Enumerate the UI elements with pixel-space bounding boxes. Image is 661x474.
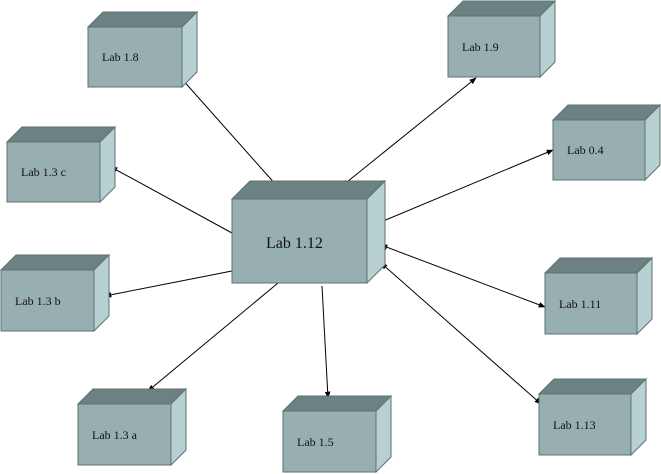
box-front-face	[282, 410, 377, 473]
box-lab-1-8: Lab 1.8	[86, 10, 199, 89]
box-top-face	[446, 0, 557, 17]
box-label-lab-1-3-c: Lab 1.3 c	[21, 165, 66, 179]
box-top-face	[537, 378, 648, 395]
box-front-face	[0, 269, 95, 332]
box-front-face	[87, 26, 183, 88]
connector-lab-0-4	[375, 149, 554, 225]
box-top-face	[543, 257, 654, 274]
box-front-face	[538, 393, 632, 456]
box-lab-1-11: Lab 1.11	[543, 256, 654, 336]
box-top-face	[551, 104, 661, 121]
box-lab-1-5: Lab 1.5	[281, 394, 393, 474]
box-side-face	[366, 179, 386, 285]
box-front-face	[77, 403, 172, 466]
box-top-face	[0, 254, 111, 271]
connector-lab-1-11	[380, 244, 546, 308]
box-lab-1-3-c: Lab 1.3 c	[5, 125, 117, 204]
box-lab-1-13: Lab 1.13	[537, 377, 648, 457]
box-label-lab-1-3-b: Lab 1.3 b	[15, 294, 61, 308]
box-front-face	[447, 15, 541, 78]
connector-lab-1-3-c	[110, 166, 233, 234]
box-top-face	[5, 126, 117, 143]
box-label-lab-1-9: Lab 1.9	[462, 40, 499, 54]
box-lab-1-3-a: Lab 1.3 a	[76, 387, 188, 467]
box-label-lab-1-8: Lab 1.8	[102, 50, 139, 64]
connector-lab-1-3-a	[147, 282, 279, 392]
box-front-face	[231, 198, 368, 284]
box-top-face	[86, 11, 199, 28]
box-front-face	[552, 119, 646, 181]
box-lab-1-3-b: Lab 1.3 b	[0, 253, 111, 333]
connector-lab-1-8	[180, 77, 278, 187]
box-front-face	[544, 272, 638, 335]
connector-lab-1-13	[380, 262, 542, 405]
box-top-face	[230, 180, 387, 200]
box-lab-0-4: Lab 0.4	[551, 103, 661, 182]
box-top-face	[281, 395, 393, 412]
box-front-face	[6, 141, 101, 203]
box-label-lab-1-12: Lab 1.12	[266, 235, 323, 252]
box-label-lab-1-3-a: Lab 1.3 a	[92, 428, 138, 442]
box-label-lab-1-11: Lab 1.11	[559, 297, 601, 311]
connector-lab-1-5	[321, 285, 331, 399]
connector-lab-1-3-b	[104, 270, 233, 298]
box-lab-1-9: Lab 1.9	[446, 0, 557, 79]
connector-layer	[104, 77, 554, 405]
connector-lab-1-9	[341, 77, 477, 187]
box-label-lab-1-5: Lab 1.5	[297, 435, 334, 449]
box-label-lab-0-4: Lab 0.4	[567, 143, 604, 157]
box-label-lab-1-13: Lab 1.13	[553, 418, 596, 432]
box-lab-1-12: Lab 1.12	[230, 179, 387, 285]
box-top-face	[76, 388, 188, 405]
